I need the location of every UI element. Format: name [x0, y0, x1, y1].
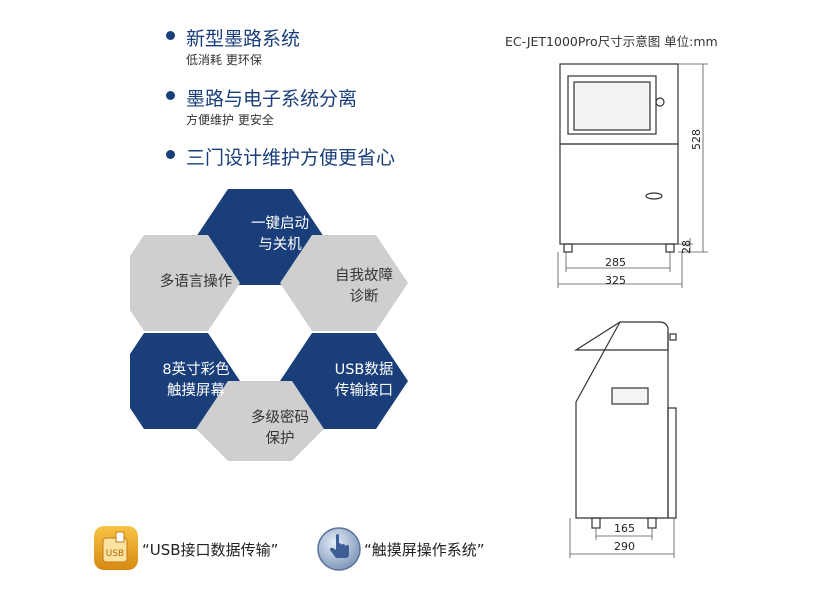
dim-width-inner-side: 165: [614, 522, 635, 535]
usb-transfer-text: “USB接口数据传输”: [142, 541, 279, 559]
hexagon-2: [130, 235, 240, 331]
bullet-icon: [166, 31, 175, 40]
feature-title: 新型墨路系统: [186, 28, 301, 50]
hexagon-6: [196, 381, 324, 461]
hexagon-4-label: 8英寸彩色 触摸屏幕: [146, 360, 246, 402]
dim-width-outer-front: 325: [605, 274, 626, 287]
feature-title: 墨路与电子系统分离: [186, 88, 358, 110]
hexagon-2-label: 多语言操作: [146, 272, 246, 293]
hexagon-3-label: 自我故障 诊断: [314, 266, 414, 308]
hex-line: 与关机: [258, 237, 302, 253]
touch-system-text: “触摸屏操作系统”: [364, 541, 485, 559]
hex-line: 多级密码: [251, 410, 309, 426]
hex-line: 自我故障: [335, 268, 393, 284]
hexagon-5-label: USB数据 传输接口: [314, 360, 414, 402]
hex-line: 一键启动: [251, 216, 309, 232]
hexagon-1: [196, 189, 324, 285]
bullet-icon: [166, 150, 175, 159]
hexagon-cluster: [130, 189, 408, 461]
usb-folder-icon: USB: [94, 526, 138, 570]
side-view-drawing: [569, 321, 677, 558]
hex-line: 8英寸彩色: [162, 362, 230, 378]
hexagon-5: [280, 333, 408, 429]
dim-height-total: 528: [690, 129, 703, 150]
hex-line: 传输接口: [335, 383, 393, 399]
hexagon-1-label: 一键启动 与关机: [230, 214, 330, 256]
feature-title: 三门设计维护方便更省心: [186, 147, 396, 169]
hex-line: 触摸屏幕: [167, 383, 225, 399]
svg-text:USB: USB: [106, 549, 124, 559]
diagram-title: EC-JET1000Pro尺寸示意图 单位:mm: [505, 34, 718, 49]
bullet-icon: [166, 91, 175, 100]
hex-line: 保护: [265, 431, 295, 447]
dim-width-inner-front: 285: [605, 256, 626, 269]
hex-line: USB数据: [334, 362, 394, 378]
feature-subtitle: 方便维护 更安全: [186, 113, 274, 127]
touch-hand-icon: [317, 527, 361, 571]
front-view-drawing: [557, 63, 708, 288]
hex-line: 多语言操作: [159, 274, 233, 290]
hexagon-3: [280, 235, 408, 331]
hex-line: 诊断: [349, 289, 379, 305]
dim-height-feet: 28: [680, 240, 693, 254]
feature-subtitle: 低消耗 更环保: [186, 53, 262, 67]
dim-width-outer-side: 290: [614, 540, 635, 553]
hexagon-6-label: 多级密码 保护: [230, 408, 330, 450]
